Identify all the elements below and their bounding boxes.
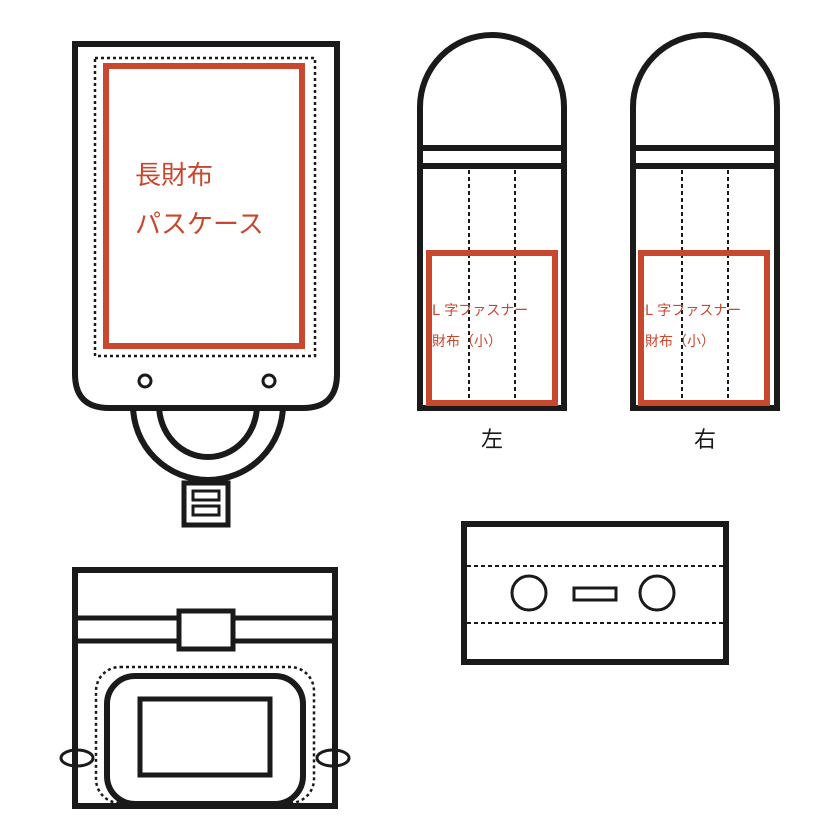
button-icon bbox=[510, 574, 548, 612]
caption-right: 右 bbox=[694, 428, 716, 453]
side-view bbox=[461, 521, 729, 665]
buckle-icon bbox=[181, 480, 231, 528]
strap-loop-icon bbox=[176, 608, 236, 652]
stitch-line bbox=[94, 665, 316, 805]
front-view: 長財布 パスケース bbox=[72, 41, 340, 528]
long-wallet-pocket bbox=[103, 63, 305, 349]
pocket-label-line1: L 字ファスナー bbox=[645, 303, 741, 319]
base-window bbox=[137, 696, 273, 778]
small-wallet-pocket bbox=[638, 250, 770, 406]
pocket-body bbox=[630, 32, 780, 411]
ring-strap-icon bbox=[129, 402, 287, 483]
front-body bbox=[72, 41, 340, 411]
pocket-label-line1: 長財布 bbox=[135, 161, 213, 191]
pocket-label-line2: 財布（小） bbox=[645, 334, 715, 350]
bottom-view bbox=[59, 567, 351, 809]
button-icon bbox=[261, 373, 277, 389]
left-pocket-view: L 字ファスナー 財布（小） 左 bbox=[417, 32, 567, 453]
right-pocket-view: L 字ファスナー 財布（小） 右 bbox=[630, 32, 780, 453]
button-icon bbox=[638, 574, 676, 612]
clasp-icon bbox=[572, 586, 618, 602]
pocket-label-line2: 財布（小） bbox=[432, 334, 502, 350]
pocket-label-line2: パスケース bbox=[135, 210, 264, 240]
caption-left: 左 bbox=[481, 428, 503, 453]
pocket-label-line1: L 字ファスナー bbox=[432, 303, 528, 319]
pocket-body bbox=[417, 32, 567, 411]
stitch-line bbox=[93, 56, 317, 358]
small-wallet-pocket bbox=[426, 250, 558, 406]
button-icon bbox=[137, 373, 153, 389]
